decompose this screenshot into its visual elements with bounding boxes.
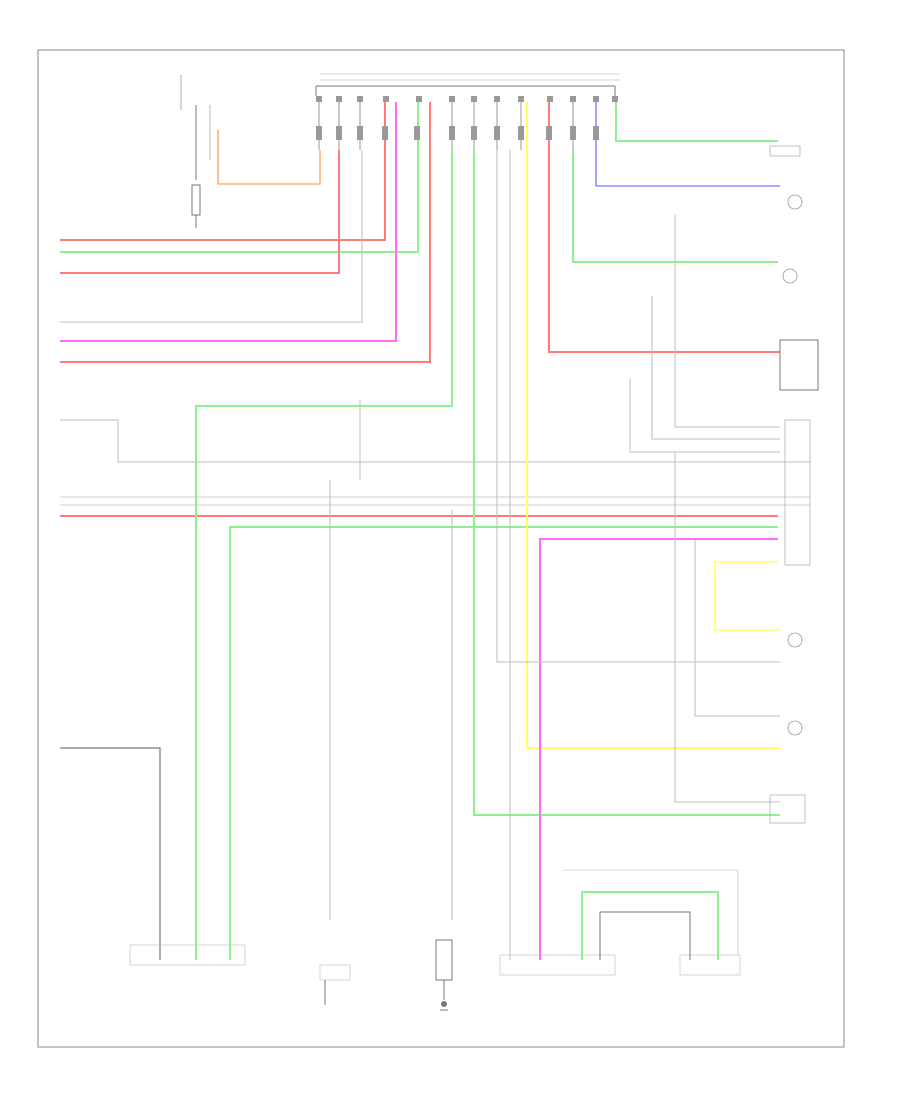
- wire-orange: [217, 130, 321, 185]
- wire-yellow-1: [526, 102, 780, 749]
- wire-green-1: [60, 102, 419, 253]
- wire-magenta-2: [539, 538, 778, 960]
- pin-marks: [316, 126, 599, 140]
- wire-green-7: [581, 891, 719, 960]
- top-connector-block: [315, 73, 620, 102]
- wire-green-6: [473, 150, 780, 816]
- wire-red-5: [548, 102, 780, 353]
- wire-yellow-2: [714, 561, 780, 631]
- top-left-switch: [180, 75, 211, 228]
- wire-green-3: [229, 526, 778, 960]
- wire-green-5: [572, 150, 778, 263]
- diagram-frame: [37, 49, 845, 1048]
- wire-dark-1: [60, 747, 161, 960]
- bottom-components: [129, 869, 741, 1007]
- right-gray-wires: [329, 150, 780, 960]
- right-components: [769, 145, 819, 824]
- wire-blue-1: [595, 102, 780, 187]
- wire-green-4: [615, 102, 778, 142]
- wire-gray-1: [60, 150, 363, 323]
- wire-gray-2: [60, 419, 810, 463]
- wire-red-3: [60, 102, 431, 363]
- wire-green-2: [195, 150, 453, 960]
- wire-red-2: [60, 150, 340, 274]
- wire-magenta-1: [60, 102, 397, 342]
- wire-red-1: [60, 102, 386, 241]
